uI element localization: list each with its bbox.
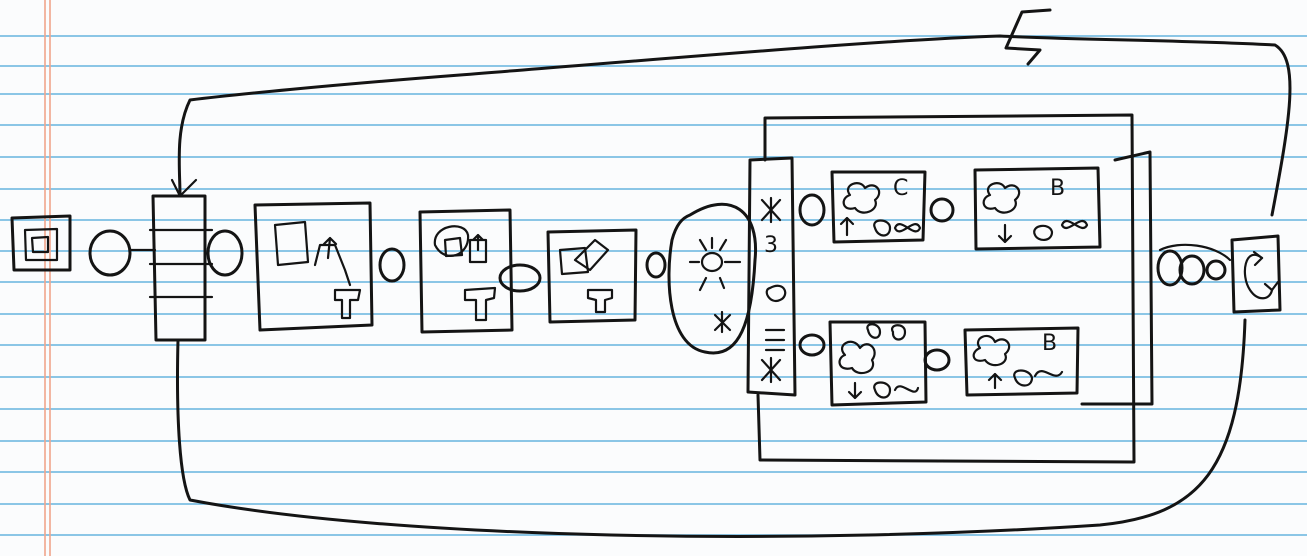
node-cycle [1232,236,1280,312]
connector-circle-5 [647,253,665,277]
inner-box-top-right: B [975,168,1100,249]
connector-circle-4 [500,265,540,291]
node-1-nested-square [12,216,70,270]
ruled-lines [0,36,1307,535]
ladder-digit: 3 [764,233,778,258]
loop-arrowhead-left [172,180,196,196]
inner-box-bottom-right: B [965,328,1078,395]
node-5-sun [669,204,756,353]
node-2-frame [255,203,372,330]
node-4-frame [548,230,636,322]
inner-box-bottom-left [830,322,926,405]
connector-circle-1 [90,231,130,275]
stack-ladder [150,196,212,340]
connector-circle-9 [925,350,949,370]
inner-box-top-left: C [832,172,925,242]
inner-label-bottom: B [1042,331,1057,356]
inner-label-top: C [893,176,908,201]
connector-circle-2 [208,231,242,275]
connector-circle-8 [931,199,953,221]
inner-label-b: B [1050,176,1065,201]
connector-circle-3 [380,249,404,281]
